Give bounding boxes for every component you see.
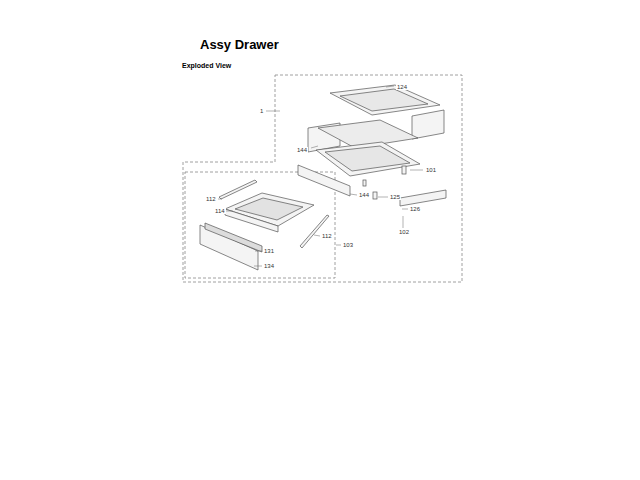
callout-number: 144 [296,147,308,153]
callout-number: 102 [398,229,410,235]
callout-number: 124 [396,84,408,90]
callout-number: 112 [321,233,333,239]
callout-number: 131 [263,248,275,254]
callout-number: 1 [259,108,264,114]
callout-number: 112 [205,196,217,202]
view-label: Exploded View [182,62,231,69]
callout-number: 134 [263,263,275,269]
callout-number: 114 [214,208,226,214]
callout-number: 126 [409,206,421,212]
callout-number: 144 [358,192,370,198]
callout-number: 101 [425,167,437,173]
callout-number: 103 [342,242,354,248]
callout-number: 125 [389,194,401,200]
diagram-title: Assy Drawer [200,38,279,51]
